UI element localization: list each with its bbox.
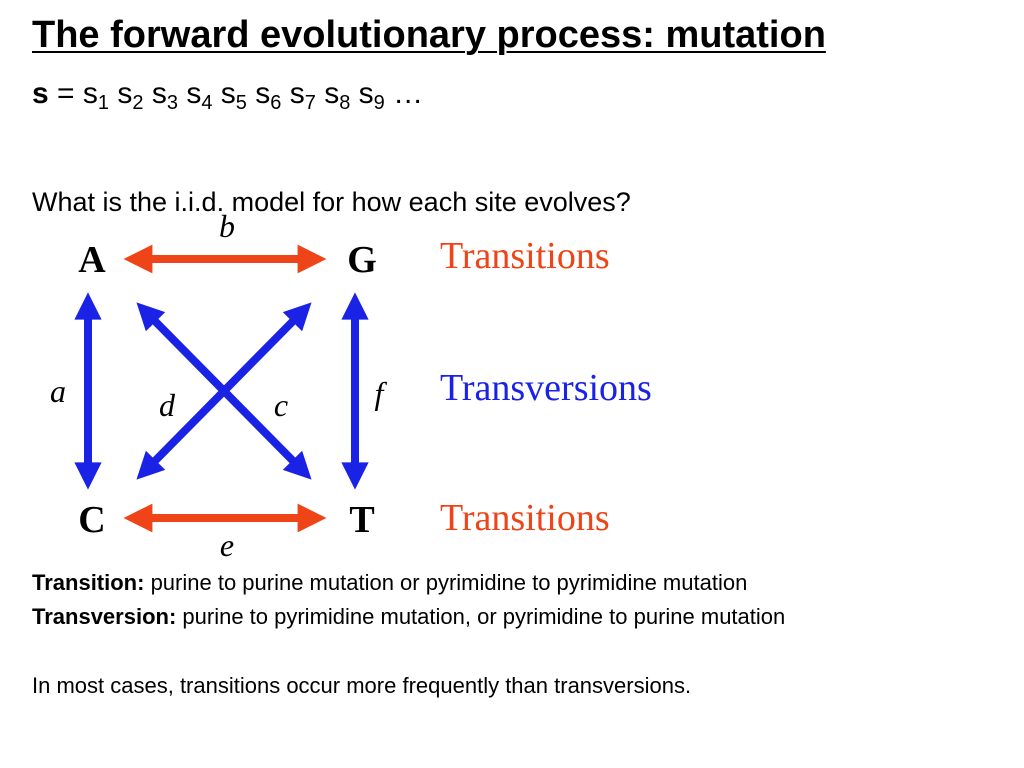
definitions: Transition: purine to purine mutation or… [32, 566, 785, 634]
node-t: T [349, 499, 374, 541]
equals-sign: = [57, 77, 75, 110]
sequence-term-5: s5 [220, 77, 247, 114]
sequence-term-6: s6 [255, 77, 282, 114]
edge-label-f: f [375, 375, 388, 411]
sequence-ellipsis: … [393, 77, 424, 110]
legend-transitions-bottom: Transitions [440, 497, 610, 539]
page-title: The forward evolutionary process: mutati… [32, 14, 826, 56]
edge-label-e: e [220, 527, 234, 563]
sequence-term-1: s1 [82, 77, 110, 114]
sequence-symbol: s [32, 77, 49, 110]
definition-transversion: Transversion: purine to pyrimidine mutat… [32, 604, 786, 629]
sequence-term-2: s2 [117, 77, 144, 114]
frequency-note: In most cases, transitions occur more fr… [32, 673, 692, 698]
legend-transversions: Transversions [440, 367, 652, 409]
edge-label-b: b [219, 208, 235, 244]
sequence-formula: s = s1 s2 s3 s4 s5 s6 s7 s8 s9 … [32, 74, 423, 114]
sequence-term-4: s4 [186, 77, 213, 114]
legend-transitions-top: Transitions [440, 235, 610, 277]
sequence-term-7: s7 [289, 77, 316, 114]
node-c: C [78, 499, 105, 541]
sequence-term-8: s8 [324, 77, 351, 114]
arrow-c-transversion [136, 302, 312, 480]
definition-transition: Transition: purine to purine mutation or… [32, 570, 748, 595]
node-a: A [78, 239, 106, 281]
edge-label-d: d [159, 387, 176, 423]
sequence-term-3: s3 [151, 77, 178, 114]
sequence-term-9: s9 [358, 77, 385, 114]
question-text: What is the i.i.d. model for how each si… [32, 187, 631, 217]
edge-label-c: c [274, 387, 288, 423]
edge-label-a: a [50, 373, 66, 409]
node-g: G [347, 239, 377, 281]
